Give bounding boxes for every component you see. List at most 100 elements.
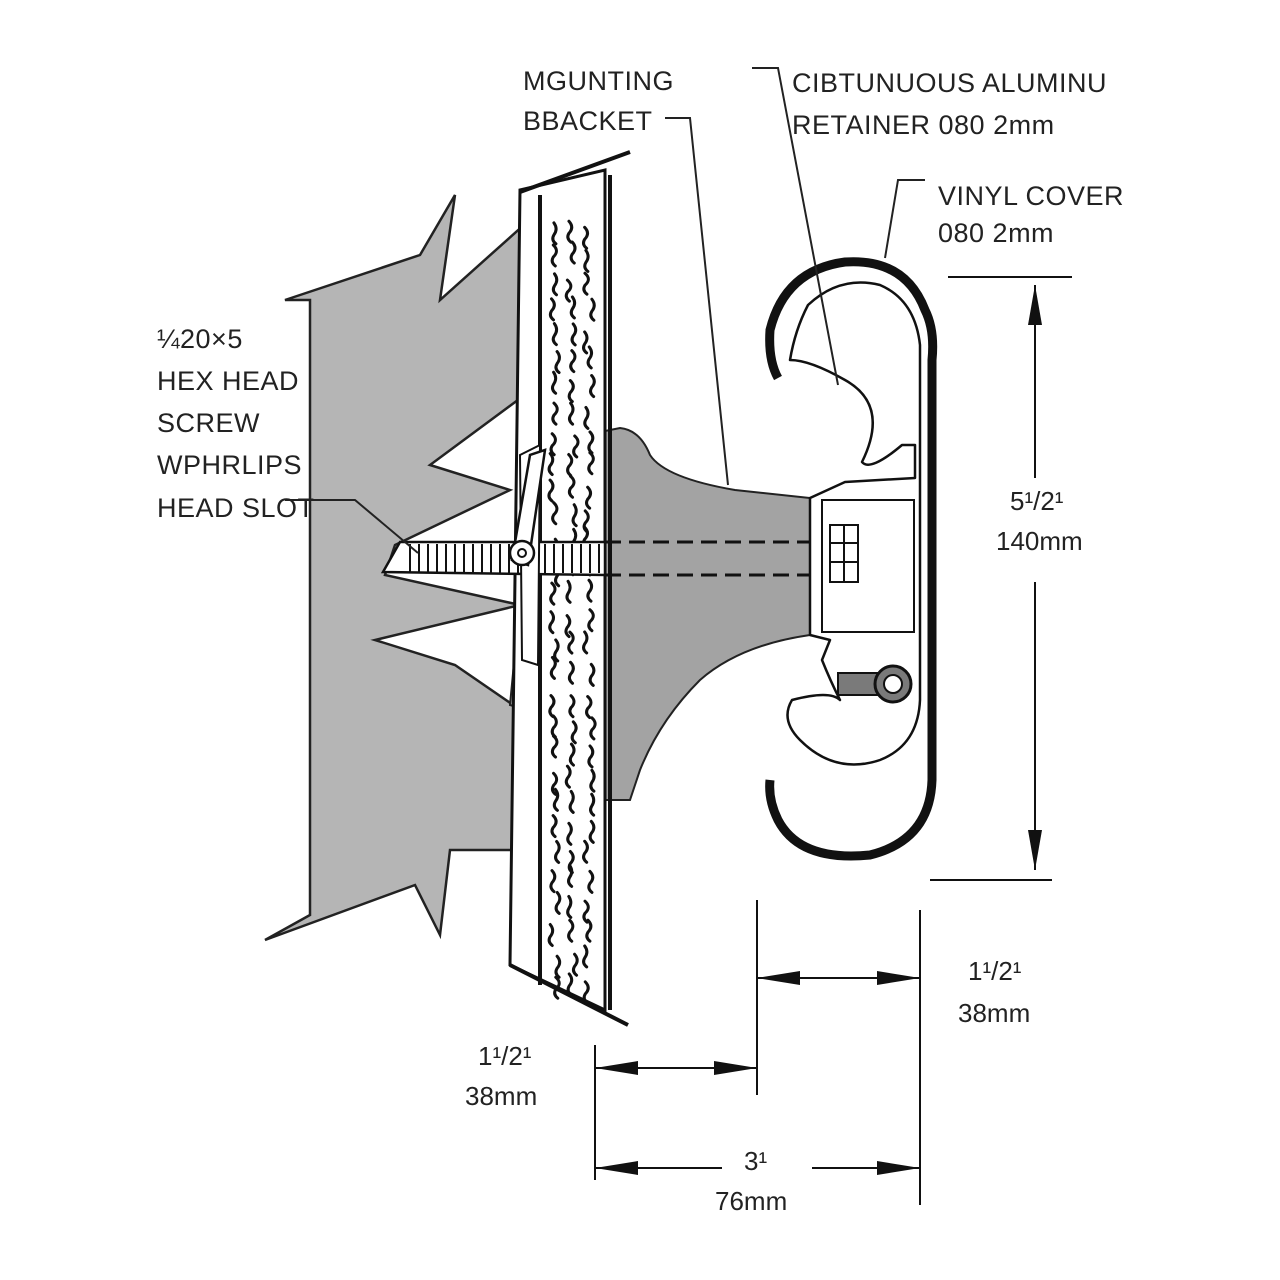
drywall-texture-stroke (550, 771, 559, 796)
drywall-texture-stroke (582, 330, 589, 355)
drywall-texture-stroke (588, 819, 596, 844)
drywall-texture-stroke (586, 345, 594, 370)
drywall-texture-stroke (550, 370, 558, 395)
drywall-texture-stroke (571, 952, 579, 977)
drywall-texture-stroke (548, 297, 556, 322)
drywall-texture-stroke (565, 579, 572, 604)
drywall-texture-stroke (568, 694, 576, 719)
drywall-texture-stroke (589, 297, 596, 322)
depth-left-in-label: 1¹/2¹ (478, 1041, 532, 1071)
drywall-texture-stroke (587, 451, 595, 476)
depth-left-mm-label: 38mm (465, 1081, 537, 1111)
drywall-texture-stroke (549, 655, 557, 680)
drywall-texture-stroke (566, 821, 573, 846)
total-in-label: 3¹ (744, 1146, 767, 1176)
drywall-texture-stroke (551, 322, 559, 347)
screw-label: ¼20×5 HEX HEAD SCREW WPHRLIPS HEAD SLOT (157, 324, 315, 523)
total-mm-label: 76mm (715, 1186, 787, 1216)
height-in-label: 5¹/2¹ (1010, 486, 1064, 516)
drywall-texture-stroke (585, 485, 593, 510)
drywall-texture-stroke (567, 918, 575, 943)
drywall-texture-stroke (572, 434, 580, 459)
drywall-texture-stroke (569, 295, 577, 320)
hex-head-screw (380, 540, 810, 577)
drywall-texture-stroke (548, 694, 556, 719)
cover-leader (884, 179, 925, 259)
drywall-texture-stroke (566, 453, 574, 478)
drywall-texture-stroke (582, 899, 590, 924)
drywall-texture-stroke (589, 374, 596, 399)
drywall-texture-stroke (570, 322, 578, 347)
drywall-texture-stroke (587, 608, 595, 633)
drywall-texture-stroke (554, 890, 562, 915)
drywall-texture-stroke (582, 271, 590, 296)
drywall-texture-stroke (567, 401, 575, 426)
total-depth-dimension (595, 1161, 920, 1175)
height-mm-label: 140mm (996, 526, 1083, 556)
drywall-texture-stroke (564, 764, 572, 789)
drywall-texture-stroke (547, 478, 555, 503)
drywall-texture-stroke (549, 581, 557, 606)
drywall-texture-stroke (554, 839, 561, 864)
drywall-texture-stroke (568, 789, 575, 814)
depth-left-dimension (594, 1045, 757, 1180)
drywall-texture-stroke (589, 792, 596, 817)
drywall-texture-stroke (582, 225, 590, 250)
drywall-texture-stroke (582, 630, 589, 655)
drywall-texture-stroke (588, 662, 596, 687)
drywall-texture-stroke (564, 614, 572, 639)
drywall-texture-stroke (589, 768, 596, 793)
drywall-texture-stroke (547, 923, 555, 948)
drywall-texture-stroke (587, 430, 595, 455)
drywall-texture-stroke (549, 432, 557, 457)
drywall-texture-stroke (550, 714, 558, 739)
drywall-texture-stroke (583, 405, 590, 430)
screw-leader (285, 499, 419, 554)
drywall-texture-stroke (582, 839, 589, 864)
depth-right-dimension (756, 900, 921, 1205)
drywall-texture-stroke (567, 630, 575, 655)
drywall-texture-stroke (569, 349, 577, 374)
drywall-panel (508, 150, 631, 1027)
drywall-texture-stroke (587, 869, 595, 894)
toggle-wing (508, 443, 547, 667)
bracket-label: MGUNTING BBACKET (523, 66, 682, 136)
drywall-texture-stroke (585, 918, 593, 943)
height-dimension (930, 276, 1072, 881)
drywall-texture-stroke (566, 219, 574, 244)
wall-section (264, 194, 547, 942)
drywall-texture-stroke (550, 243, 558, 268)
retainer-label: CIBTUNUOUS ALUMINU RETAINER 080 2mm (792, 68, 1115, 140)
drywall-texture-stroke (569, 240, 577, 265)
drywall-texture-stroke (567, 474, 576, 499)
drywall-texture-stroke (589, 716, 597, 741)
retainer-leader (752, 67, 839, 386)
drywall-texture-stroke (551, 221, 558, 246)
vinyl-cover (765, 257, 938, 861)
cover-label: VINYL COVER 080 2mm (938, 181, 1132, 248)
drywall-texture-stroke (583, 248, 590, 273)
drywall-texture-stroke (564, 278, 573, 303)
drywall-texture-stroke (552, 787, 560, 812)
drywall-texture-stroke (551, 501, 559, 526)
depth-right-in-label: 1¹/2¹ (968, 956, 1022, 986)
bracket-leader (665, 117, 729, 486)
drywall-texture-stroke (550, 734, 559, 759)
drywall-texture-stroke (571, 503, 578, 528)
drywall-texture-stroke (570, 720, 578, 745)
drywall-texture-stroke (567, 660, 575, 685)
drywall-texture-stroke (582, 944, 589, 969)
drywall-texture-stroke (567, 863, 574, 888)
depth-right-mm-label: 38mm (958, 998, 1030, 1028)
drywall-texture-stroke (566, 972, 574, 997)
drywall-texture-stroke (551, 272, 559, 297)
drywall-texture-stroke (550, 814, 558, 839)
drywall-texture-stroke (554, 350, 561, 375)
drywall-texture-stroke (582, 980, 590, 1005)
drywall-texture-stroke (548, 610, 555, 635)
drywall-texture-stroke (586, 578, 594, 603)
drywall-texture-stroke (549, 869, 557, 894)
drywall-texture-stroke (554, 954, 562, 979)
drywall-texture-stroke (553, 638, 560, 663)
